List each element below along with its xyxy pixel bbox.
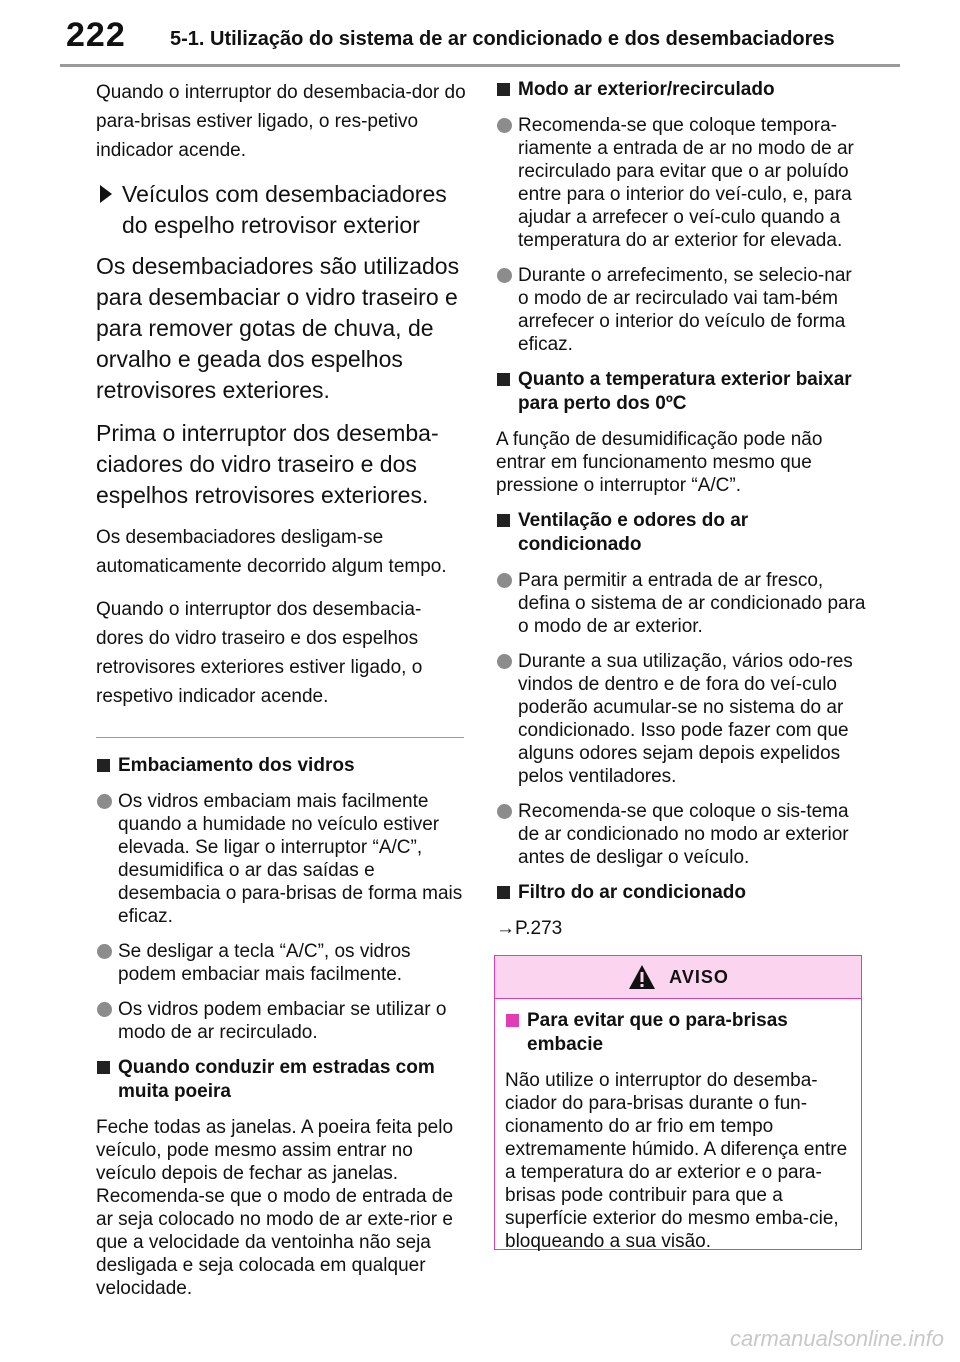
list-item: Os vidros embaciam mais facilmente quand… (96, 790, 468, 928)
circle-bullet-icon (96, 940, 118, 986)
intro-paragraph: Quando o interruptor do desembacia-dor d… (96, 82, 466, 161)
circle-bullet-icon (96, 790, 118, 928)
list-item: Os vidros podem embaciar se utilizar o m… (96, 998, 468, 1044)
left-column: Quando o interruptor do desembacia-dor d… (96, 78, 468, 1312)
section-text: Feche todas as janelas. A poeira feita p… (96, 1117, 454, 1299)
square-bullet-icon (496, 368, 518, 416)
list-item: Recomenda-se que coloque tempora-riament… (496, 114, 866, 252)
circle-bullet-icon (496, 800, 518, 869)
right-column: Modo ar exterior/recirculado Recomenda-s… (496, 78, 866, 940)
square-bullet-icon (96, 1056, 118, 1104)
subheading: Veículos com desembaciadores do espelho … (96, 179, 468, 241)
list-item-text: Durante o arrefecimento, se selecio-nar … (518, 265, 852, 355)
section-heading-text: Ventilação e odores do ar condicionado (518, 510, 749, 555)
square-bullet-icon (96, 754, 118, 778)
watermark: carmanualsonline.info (729, 1326, 944, 1351)
list-item-text: Os vidros podem embaciar se utilizar o m… (118, 999, 447, 1043)
header-divider (60, 64, 900, 67)
section-heading: Embaciamento dos vidros (96, 754, 468, 778)
list-item-text: Se desligar a tecla “A/C”, os vidros pod… (118, 941, 411, 985)
page-number: 222 (66, 16, 126, 54)
list-item-text: Durante a sua utilização, vários odo-res… (518, 651, 853, 787)
section-heading-text: Embaciamento dos vidros (118, 755, 355, 776)
warning-box: AVISO Para evitar que o para-brisas emba… (494, 955, 862, 1253)
section-heading-text: Quando conduzir em estradas com muita po… (118, 1057, 435, 1102)
subheading-text: Veículos com desembaciadores do espelho … (122, 181, 447, 238)
section-heading: Quando conduzir em estradas com muita po… (96, 1056, 468, 1104)
circle-bullet-icon (96, 998, 118, 1044)
list-item: Durante a sua utilização, vários odo-res… (496, 650, 866, 788)
square-bullet-icon (496, 509, 518, 557)
list-item-text: Recomenda-se que coloque tempora-riament… (518, 115, 854, 251)
circle-bullet-icon (496, 114, 518, 252)
section-text: A função de desumidificação pode não ent… (496, 429, 823, 496)
warning-text: Não utilize o interruptor do desemba-cia… (505, 1070, 848, 1252)
list-item: Se desligar a tecla “A/C”, os vidros pod… (96, 940, 468, 986)
square-bullet-icon (505, 1009, 527, 1057)
page-header: 222 5-1. Utilização do sistema de ar con… (0, 0, 960, 68)
triangle-bullet-icon (96, 179, 122, 241)
body-paragraph-2: Prima o interruptor dos desemba-ciadores… (96, 420, 439, 508)
circle-bullet-icon (496, 650, 518, 788)
warning-header: AVISO (495, 956, 861, 999)
circle-bullet-icon (496, 264, 518, 356)
section-title: 5-1. Utilização do sistema de ar condici… (170, 28, 835, 50)
list-item-text: Para permitir a entrada de ar fresco, de… (518, 570, 866, 637)
note-paragraph-2: Quando o interruptor dos desembacia-dore… (96, 599, 423, 707)
section-heading: Filtro do ar condicionado (496, 881, 866, 905)
warning-triangle-icon (629, 965, 656, 989)
list-item: Para permitir a entrada de ar fresco, de… (496, 569, 866, 638)
note-paragraph-1: Os desembaciadores desligam-se automatic… (96, 527, 447, 577)
section-heading-text: Modo ar exterior/recirculado (518, 79, 775, 100)
section-heading: Modo ar exterior/recirculado (496, 78, 866, 102)
body-paragraph-1: Os desembaciadores são utilizados para d… (96, 253, 460, 403)
section-heading: Ventilação e odores do ar condicionado (496, 509, 866, 557)
warning-heading-text: Para evitar que o para-brisas embacie (527, 1010, 788, 1055)
square-bullet-icon (496, 881, 518, 905)
warning-title: AVISO (669, 966, 729, 987)
section-heading-text: Filtro do ar condicionado (518, 882, 746, 903)
warning-body: Para evitar que o para-brisas embacie Nã… (495, 999, 861, 1253)
list-item: Durante o arrefecimento, se selecio-nar … (496, 264, 866, 356)
list-item-text: Os vidros embaciam mais facilmente quand… (118, 791, 463, 927)
square-bullet-icon (496, 78, 518, 102)
section-heading: Quanto a temperatura exterior baixar par… (496, 368, 866, 416)
list-item: Recomenda-se que coloque o sis-tema de a… (496, 800, 866, 869)
warning-heading: Para evitar que o para-brisas embacie (505, 1009, 849, 1057)
page-reference-link[interactable]: →P.273 (496, 918, 563, 939)
section-heading-text: Quanto a temperatura exterior baixar par… (518, 369, 852, 414)
circle-bullet-icon (496, 569, 518, 638)
section-divider (96, 737, 464, 738)
list-item-text: Recomenda-se que coloque o sis-tema de a… (518, 801, 849, 868)
